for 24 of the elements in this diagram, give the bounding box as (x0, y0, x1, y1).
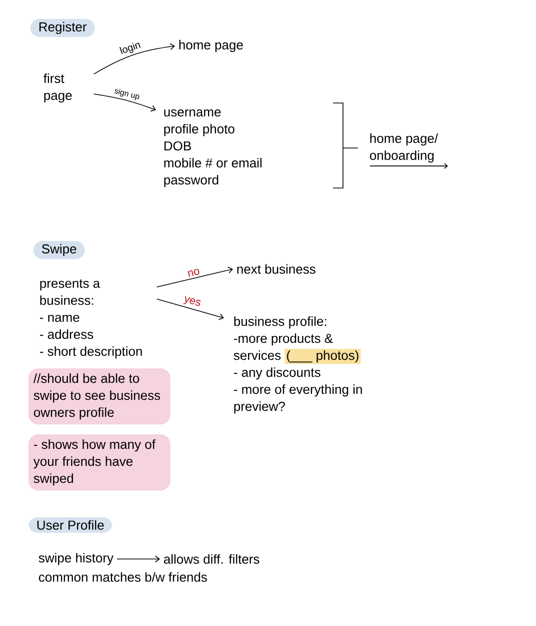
field-list: username profile photo DOB mobile # or email password (164, 109, 262, 188)
arrow (93, 43, 175, 74)
edge-label: login (118, 39, 144, 58)
note-text: next business (237, 264, 316, 274)
arrow (93, 94, 156, 112)
arrow (156, 266, 233, 288)
note-text: business profile: -more products & services (___ photos) - any discounts - more of everything in preview? (234, 316, 362, 414)
note-text: swipe history (38, 552, 114, 566)
note-text: presents a business: - name - address - short description (40, 279, 142, 358)
highlighted-note: //should be able to swipe to see business owners profile (28, 368, 170, 425)
note-text: first page (44, 73, 72, 103)
note-text: allows diff. filters (164, 554, 260, 564)
arrow (156, 298, 224, 320)
edge-label: yes (182, 294, 203, 310)
highlighted-note: - shows how many of your friends have swiped (28, 434, 170, 491)
section-heading: Register (30, 18, 95, 38)
note-text: home page (179, 40, 243, 52)
section-heading: Swipe (33, 240, 85, 260)
arrow (116, 556, 160, 562)
edge-label: no (186, 267, 202, 278)
edge-label: sign up (112, 86, 142, 102)
note-text: home page/ onboarding (370, 133, 438, 163)
note-text: common matches b/w friends (38, 572, 207, 582)
section-heading: User Profile (28, 517, 112, 533)
